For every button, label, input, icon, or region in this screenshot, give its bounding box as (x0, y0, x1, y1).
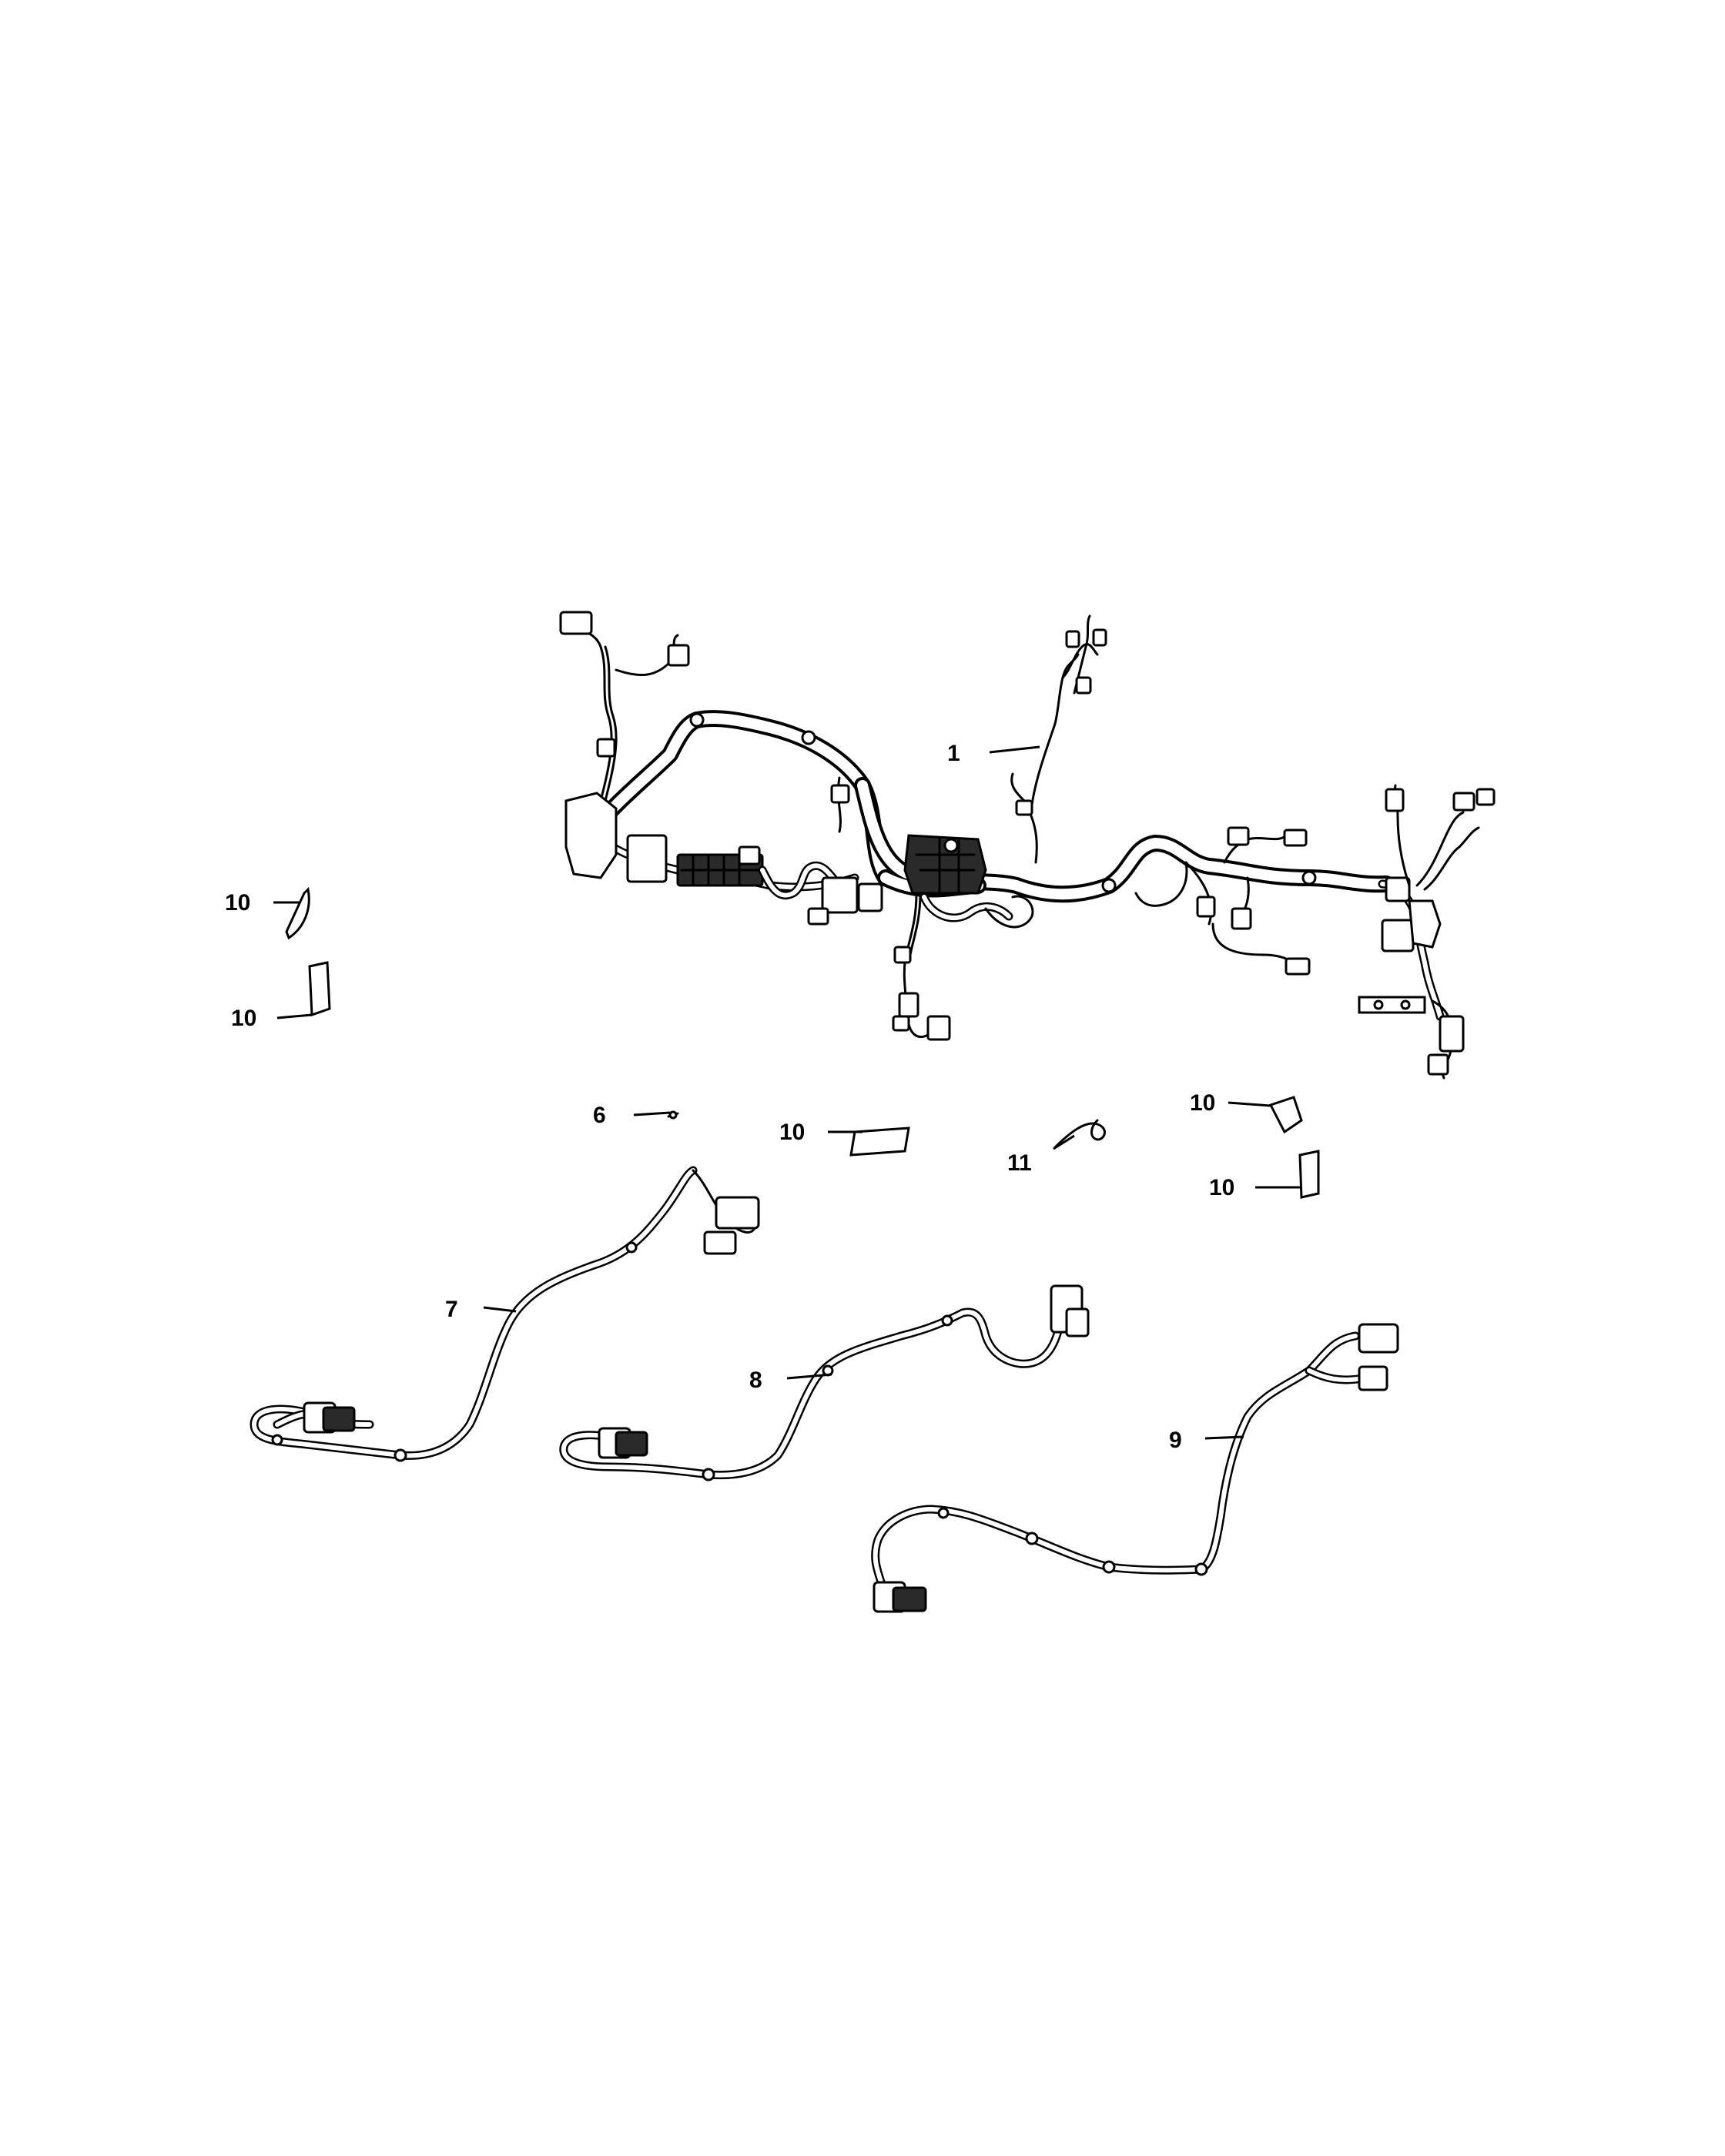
part-10-label-a (285, 886, 310, 940)
part-6-clip (667, 1110, 679, 1120)
callout-10e: 10 (1209, 1175, 1234, 1200)
callout-8: 8 (749, 1368, 762, 1393)
callout-7: 7 (445, 1297, 458, 1322)
callout-11: 11 (1007, 1150, 1032, 1176)
callout-10c: 10 (779, 1120, 805, 1145)
main-harness-part-1 (559, 611, 1496, 1080)
callout-6: 6 (593, 1103, 606, 1128)
callout-9: 9 (1169, 1428, 1182, 1453)
part-10-label-c (849, 1127, 910, 1157)
callout-labels: 1 6 7 8 9 10 10 10 10 10 11 (225, 741, 1234, 1453)
leader-lines (273, 745, 1301, 1440)
part-10-label-e (1298, 1150, 1320, 1199)
harness-part-8 (559, 1284, 1090, 1481)
callout-1: 1 (947, 741, 960, 766)
part-10-label-b (308, 961, 331, 1017)
harness-part-7 (250, 1166, 760, 1462)
callout-10b: 10 (231, 1006, 256, 1031)
harness-part-9 (871, 1323, 1399, 1613)
callout-10d: 10 (1190, 1090, 1215, 1116)
callout-10a: 10 (225, 890, 250, 916)
part-11-loop-tie (1053, 1119, 1106, 1149)
part-10-label-d (1268, 1096, 1303, 1134)
